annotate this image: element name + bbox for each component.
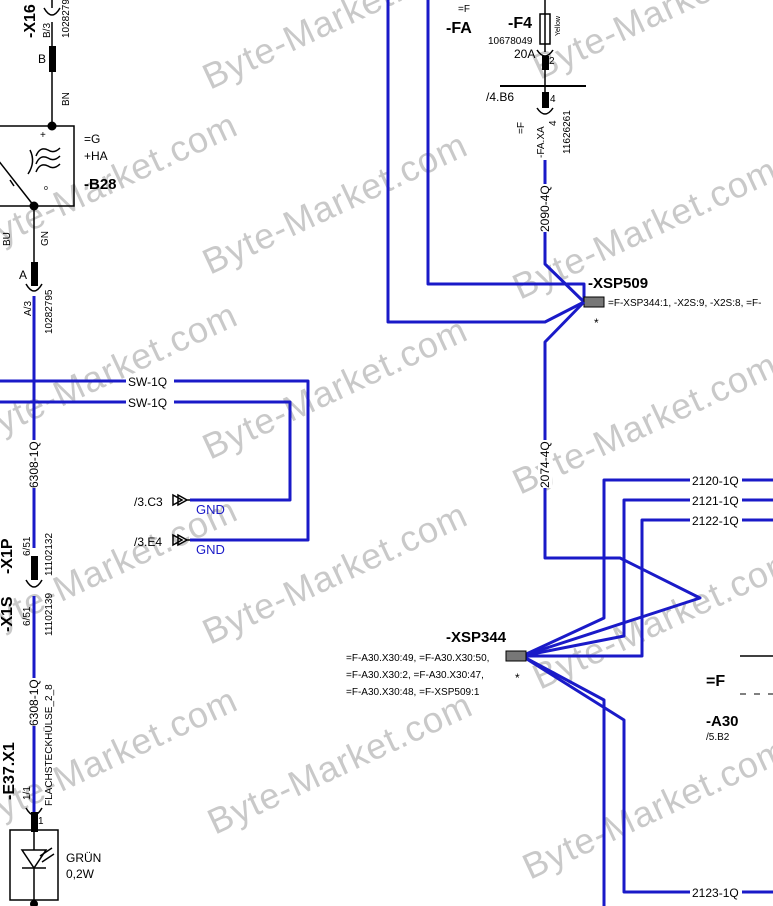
wire-2123-label: 2123-1Q [692,886,739,900]
b28-center: o [44,185,48,192]
xsp509-splice[interactable]: -XSP509 =F-XSP344:1, -X2S:9, -X2S:8, =F-… [583,275,761,330]
x1p-label: -X1P [0,538,16,574]
watermark: Byte-Market.com [196,0,473,97]
watermark: Byte-Market.com [201,684,478,842]
wire-2120-label: 2120-1Q [692,474,739,488]
gnd-label-1: GND [196,502,225,517]
e37-terminal: FLACHSTECKHÜLSE_2_8 [43,684,55,806]
f4-pin4: 4 [550,94,556,105]
fa-location: =F [458,4,470,15]
a-part: 10282795 [44,289,55,334]
led-indicator: GRÜN 0,2W [9,829,101,906]
fa-xa-label: -FA.XA [536,126,547,158]
fa-xa-pin: 4 [548,120,559,126]
watermark: Byte-Market.com [196,124,473,282]
wire-sw1-label: SW-1Q [128,375,167,389]
wire-2120[interactable] [521,478,773,658]
xsp344-splice[interactable]: -XSP344 =F-A30.X30:49, =F-A30.X30:50, =F… [346,629,527,698]
e37-connector: -E37.X1 1/1 FLACHSTECKHÜLSE_2_8 1 [1,684,55,832]
x1p-pin: 6/51 [22,536,33,556]
f4-pin2: 2 [549,56,555,67]
b28-label: -B28 [84,176,117,193]
wire-down[interactable] [521,654,606,906]
ref-e4[interactable]: /3.E4 GND [134,533,225,557]
b28-installation: +HA [84,149,108,163]
f4-label: -F4 [508,15,532,32]
b28-sensor: + o =G +HA -B28 BU GN [0,125,117,262]
wire-bn: BN [61,92,72,106]
wire-2090-label: 2090-4Q [538,185,552,232]
wire-2074[interactable] [521,300,702,658]
e37-label: -E37.X1 [1,742,18,800]
wire-2122-label: 2122-1Q [692,514,739,528]
wire-6308-label-top: 6308-1Q [27,441,41,488]
x16-part: 10282795 [61,0,72,38]
wire-6308-label-bottom: 6308-1Q [27,679,41,726]
x1p-x1s-connector: -X1P 6/51 11102132 -X1S 6/51 11102139 [0,533,55,636]
x1p-part: 11102132 [44,533,55,576]
f-right-label: =F [706,673,725,690]
watermark: Byte-Market.com [0,104,244,262]
xsp509-label: -XSP509 [588,275,648,292]
xsp509-star: * [594,316,599,330]
gnd-label-2: GND [196,542,225,557]
a30-label: -A30 [706,713,739,730]
xsp344-targets-1: =F-A30.X30:49, =F-A30.X30:50, [346,653,489,664]
watermark: Byte-Market.com [516,729,773,887]
x16-pin-b: B [38,52,46,66]
f4-color: Yellow [555,15,562,36]
xsp344-label: -XSP344 [446,629,507,646]
ref-c3[interactable]: /3.C3 GND [134,493,225,517]
fa-label: -FA [446,20,472,37]
a-connector: A A/3 10282795 [19,262,55,334]
x1s-label: -X1S [0,596,16,632]
x16-pin: B/3 [42,23,53,38]
x1s-pin: 6/51 [22,606,33,626]
led-color: GRÜN [66,851,101,865]
a30-device: =F -A30 /5.B2 [706,655,773,743]
led-power: 0,2W [66,867,95,881]
f4-fuse: -F4 10678049 20A Yellow 2 /4.B6 4 =F -FA… [486,0,586,158]
b28-plus: + [40,130,46,141]
ref-e4-label: /3.E4 [134,535,162,549]
wire-sw2-label: SW-1Q [128,396,167,410]
wire-fa-inner[interactable] [426,0,586,302]
ref-4b6: /4.B6 [486,90,514,104]
a-pin: A [19,268,27,282]
ref-c3-label: /3.C3 [134,495,163,509]
xsp344-targets-2: =F-A30.X30:2, =F-A30.X30:47, [346,670,484,681]
a30-ref: /5.B2 [706,732,730,743]
wire-bu: BU [2,232,13,246]
watermark: Byte-Market.com [526,539,773,697]
x1s-part: 11102139 [44,593,55,636]
xsp344-targets-3: =F-A30.X30:48, =F-XSP509:1 [346,687,480,698]
fa-xa-location: =F [516,122,527,134]
x16-label: -X16 [22,4,39,38]
xsp344-star: * [515,671,520,685]
wire-2121-label: 2121-1Q [692,494,739,508]
wire-gn: GN [40,231,51,246]
b28-location: =G [84,132,100,146]
wire-fa-outer[interactable] [386,0,585,324]
wire-2074-label: 2074-4Q [538,441,552,488]
watermark: Byte-Market.com [526,0,773,87]
e37-pin: 1/1 [22,786,33,800]
f4-rating: 20A [514,47,535,61]
a3-pin: A/3 [23,301,34,316]
f4-part: 10678049 [488,36,533,47]
led-pin: 1 [38,816,44,827]
xsp509-targets: =F-XSP344:1, -X2S:9, -X2S:8, =F- [608,298,761,309]
fa-xa-part: 11626261 [562,110,573,154]
x16-connector: -X16 B/3 10282795 B BN [22,0,72,131]
